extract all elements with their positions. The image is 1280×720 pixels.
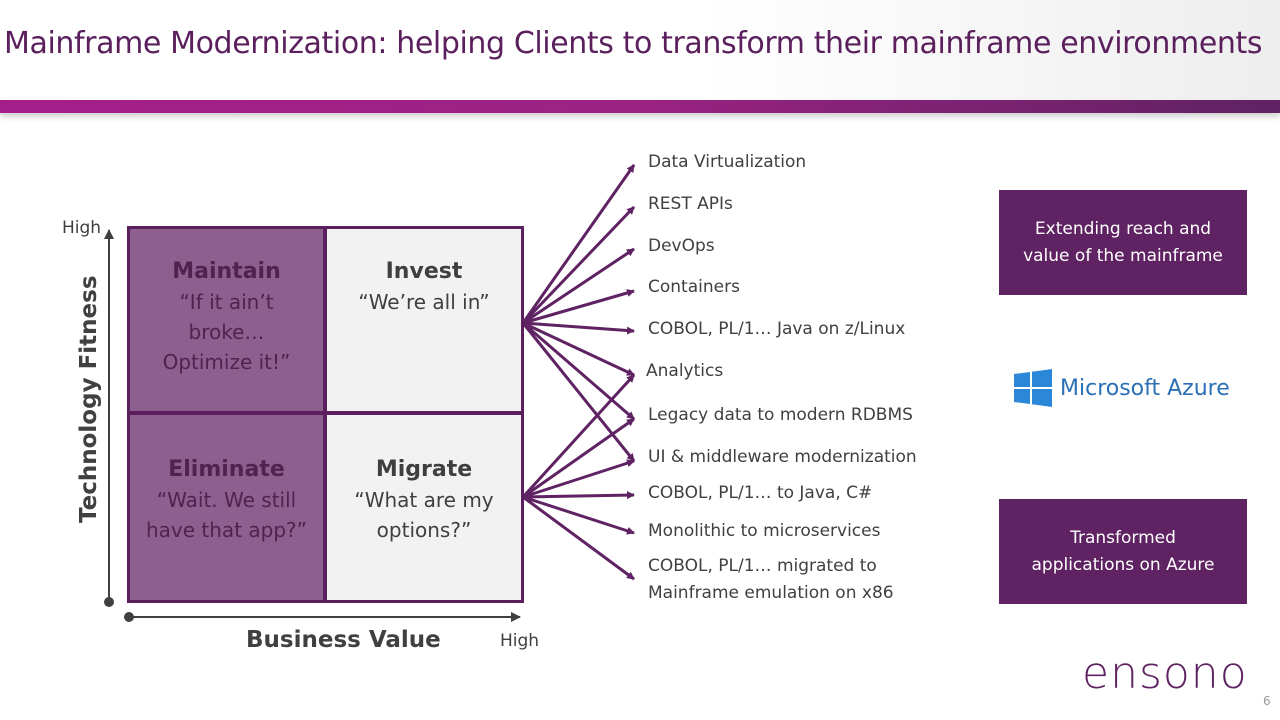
eliminate-title: Eliminate <box>168 457 285 482</box>
quadrant-invest: Invest “We’re all in” <box>327 229 521 411</box>
connector-arrow <box>522 321 635 421</box>
option-item: Analytics <box>646 361 724 381</box>
header-band <box>0 100 1280 113</box>
quadrant-eliminate: Eliminate “Wait. We still have that app?” <box>130 415 323 600</box>
x-axis-origin <box>124 612 134 622</box>
maintain-quote: “If it ain’t broke… Optimize it!” <box>162 290 291 374</box>
header-shade <box>700 0 1280 100</box>
connector-arrow <box>522 321 635 377</box>
connector-arrow <box>522 247 635 325</box>
option-item: Data Virtualization <box>648 152 807 172</box>
connector-arrow <box>522 495 635 581</box>
option-item: UI & middleware modernization <box>648 447 917 467</box>
option-item: Legacy data to modern RDBMS <box>648 405 913 425</box>
option-item: COBOL, PL/1… Java on z/Linux <box>648 319 906 339</box>
connector-arrow <box>521 373 636 499</box>
invest-title: Invest <box>385 259 463 284</box>
ensono-logo: ensono <box>1082 648 1248 699</box>
transformed-apps-box: Transformed applications on Azure <box>999 499 1247 604</box>
connector-arrow <box>521 164 636 324</box>
page-number: 6 <box>1263 694 1271 708</box>
connector-arrow <box>522 491 635 500</box>
connector-arrow <box>522 417 635 499</box>
migrate-title: Migrate <box>375 457 473 482</box>
option-item: Monolithic to microservices <box>648 521 881 541</box>
microsoft-azure-logo: Microsoft Azure <box>1014 369 1230 407</box>
extending-reach-box: Extending reach and value of the mainfra… <box>999 190 1247 295</box>
quadrant-migrate: Migrate “What are my options?” <box>327 415 521 600</box>
y-axis-high-label: High <box>62 218 102 238</box>
extending-reach-text: Extending reach and value of the mainfra… <box>1023 218 1223 266</box>
option-item: DevOps <box>648 236 715 256</box>
windows-icon <box>1014 369 1052 407</box>
option-item: COBOL, PL/1… to Java, C# <box>648 483 873 503</box>
connector-arrow <box>522 495 635 535</box>
connector-arrow <box>521 322 636 462</box>
option-item-line2: Mainframe emulation on x86 <box>648 583 894 603</box>
option-item: REST APIs <box>648 194 733 214</box>
connector-arrow <box>522 459 635 499</box>
slide-title: Mainframe Modernization: helping Clients… <box>4 26 1263 61</box>
maintain-title: Maintain <box>172 259 281 284</box>
eliminate-quote: “Wait. We still have that app?” <box>145 488 308 542</box>
azure-logo-text: Microsoft Azure <box>1060 375 1230 401</box>
option-item: COBOL, PL/1… migrated to <box>648 556 877 576</box>
quadrant-maintain: Maintain “If it ain’t broke… Optimize it!… <box>130 229 323 411</box>
transformed-apps-text: Transformed applications on Azure <box>1031 527 1215 575</box>
x-axis-label: Business Value <box>246 627 441 653</box>
connector-arrow <box>521 205 636 325</box>
connector-arrow <box>522 289 635 325</box>
x-axis-high-label: High <box>500 631 540 651</box>
y-axis-label: Technology Fitness <box>76 275 102 523</box>
option-item: Containers <box>648 277 740 297</box>
y-axis-origin <box>104 597 114 607</box>
connector-arrow <box>522 321 635 335</box>
invest-quote: “We’re all in” <box>358 290 490 314</box>
migrate-quote: “What are my options?” <box>354 488 494 542</box>
